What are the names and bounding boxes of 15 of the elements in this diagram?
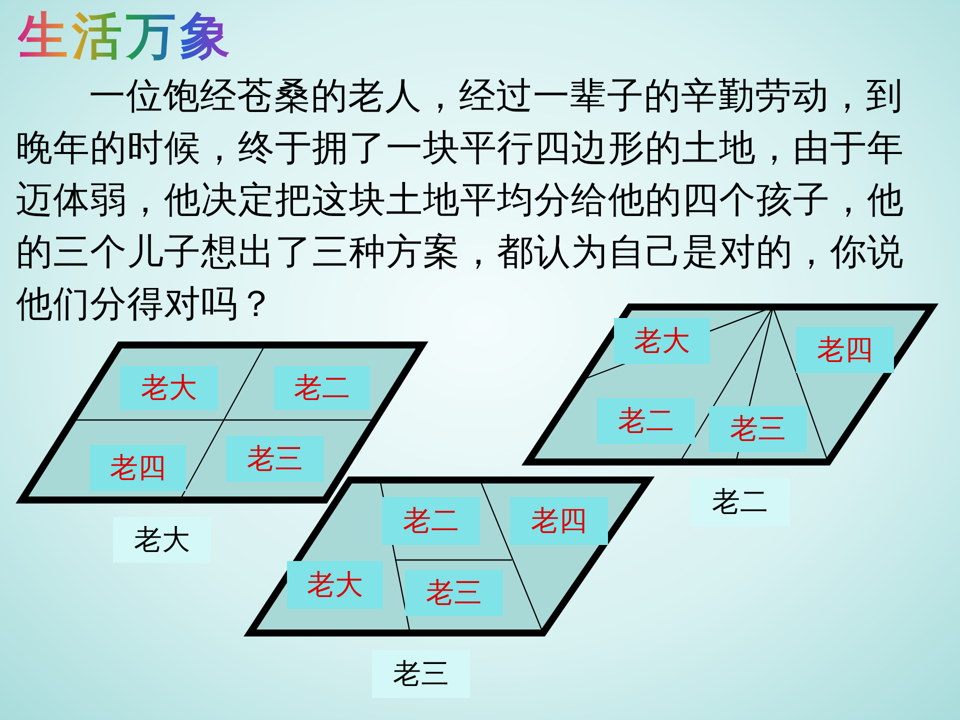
region-label: 老三: [709, 406, 807, 452]
region-label: 老二: [382, 497, 480, 545]
region-label: 老二: [274, 366, 370, 410]
region-label: 老四: [510, 497, 608, 545]
region-label: 老大: [120, 366, 218, 410]
region-label: 老四: [796, 327, 894, 373]
region-label: 老二: [597, 398, 695, 444]
node-label: 老二: [690, 478, 790, 526]
region-label: 老大: [614, 318, 710, 364]
node-label: 老大: [113, 517, 211, 563]
region-label: 老大: [287, 561, 383, 609]
region-label: 老三: [405, 570, 503, 616]
node-label: 老三: [372, 650, 470, 698]
region-label: 老三: [226, 436, 324, 482]
region-label: 老四: [90, 445, 186, 491]
